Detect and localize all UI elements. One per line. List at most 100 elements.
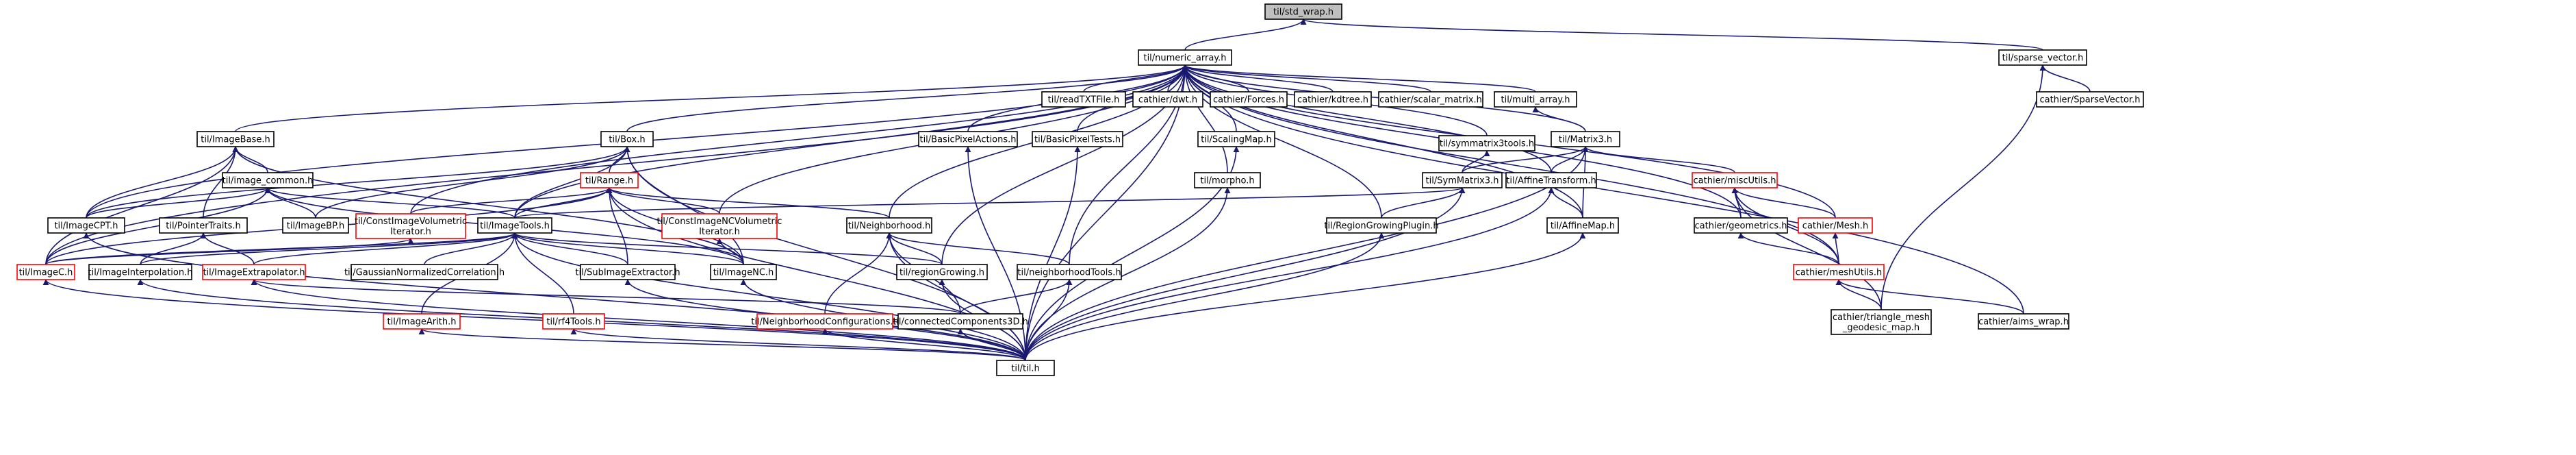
node-til-gaussiannormalizedcorrelation-h[interactable]: til/GaussianNormalizedCorrelation.h [344, 264, 505, 280]
node-til-box-h[interactable]: til/Box.h [600, 131, 654, 147]
node-cathier-triangle-mesh-geodesic-map-h[interactable]: cathier/triangle_mesh_geodesic_map.h [1831, 309, 1932, 335]
node-label: cathier/scalar_matrix.h [1379, 95, 1482, 106]
edge-cathier-miscutils-h-to-cathier-triangle-mesh-geodesic-map-h [1731, 187, 1882, 310]
node-box [918, 131, 1018, 147]
node-til-matrix3-h[interactable]: til/Matrix3.h [1551, 131, 1620, 147]
node-til-til-h[interactable]: til/til.h [996, 360, 1055, 376]
node-til-imageextrapolator-h[interactable]: til/ImageExtrapolator.h [202, 264, 306, 280]
edge-til-std-wrap-h-to-til-sparse-vector-h [1300, 19, 2043, 51]
node-til-sparse-vector-h[interactable]: til/sparse_vector.h [1998, 49, 2087, 66]
edge-til-image-common-h-to-til-imagetools-h [264, 187, 515, 219]
edge-til-neighborhoodtools-h-to-til-til-h [1025, 279, 1073, 361]
node-label: til/image_common.h [222, 176, 314, 186]
node-label: til/ImageExtrapolator.h [203, 268, 305, 278]
node-cathier-meshutils-h[interactable]: cathier/meshUtils.h [1793, 264, 1885, 280]
node-cathier-sparsevector-h[interactable]: cathier/SparseVector.h [2036, 91, 2144, 108]
node-til-subimageextractor-h[interactable]: til/SubImageExtractor.h [575, 264, 680, 280]
node-til-multi-array-h[interactable]: til/multi_array.h [1494, 91, 1577, 108]
node-label: til/Matrix3.h [1559, 135, 1612, 145]
file-nodes: til/std_wrap.h til/numeric_array.h til/spa… [16, 3, 2144, 376]
edge-til-constimagencvolumetriciterator-h-to-til-imagenc-h [716, 238, 744, 265]
node-cathier-aims-wrap-h[interactable]: cathier/aims_wrap.h [1978, 313, 2069, 330]
node-til-connectedcomponents3d-h[interactable]: til/connectedComponents3D.h [893, 313, 1028, 330]
node-box [661, 213, 778, 239]
edge-til-box-h-to-til-imagetools-h [514, 146, 630, 219]
node-til-imagenc-h[interactable]: til/ImageNC.h [710, 264, 777, 280]
node-til-rf4tools-h[interactable]: til/rf4Tools.h [542, 313, 605, 330]
node-box [1546, 217, 1619, 234]
edge-til-numeric-array-h-to-til-affinetransform-h [1182, 64, 1552, 173]
node-til-imagecpt-h[interactable]: til/ImageCPT.h [47, 217, 125, 234]
node-til-symmatrix3-h[interactable]: til/SymMatrix3.h [1422, 172, 1503, 188]
edge-til-range-h-to-til-subimageextractor-h [606, 187, 628, 265]
node-til-neighborhood-h[interactable]: til/Neighborhood.h [846, 217, 932, 234]
node-label: til/sparse_vector.h [2002, 53, 2084, 64]
node-til-imagearith-h[interactable]: til/ImageArith.h [383, 313, 461, 330]
node-label: til/std_wrap.h [1273, 8, 1334, 18]
node-box [996, 360, 1055, 376]
node-til-regiongrowingplugin-h[interactable]: til/RegionGrowingPlugin.h [1324, 217, 1439, 234]
node-til-neighborhoodconfigurations-h[interactable]: til/NeighborhoodConfigurations.h [751, 313, 899, 330]
node-cathier-dwt-h[interactable]: cathier/dwt.h [1132, 91, 1203, 108]
node-til-range-h[interactable]: til/Range.h [580, 172, 639, 188]
edge-til-numeric-array-h-to-til-til-h [1025, 64, 1188, 361]
edge-til-imagetools-h-to-til-imageinterpolation-h [140, 232, 518, 265]
node-til-symmatrix3tools-h[interactable]: til/symmatrix3tools.h [1438, 135, 1535, 151]
node-til-basicpixeltests-h[interactable]: til/BasicPixelTests.h [1032, 131, 1123, 147]
node-til-affinemap-h[interactable]: til/AffineMap.h [1546, 217, 1619, 234]
node-til-imagebase-h[interactable]: til/ImageBase.h [196, 131, 275, 147]
node-box [1210, 91, 1288, 108]
node-til-scalingmap-h[interactable]: til/ScalingMap.h [1197, 131, 1275, 147]
edge-til-neighborhood-h-to-til-neighborhoodtools-h [886, 232, 1070, 265]
node-label: til/BasicPixelTests.h [1034, 135, 1121, 145]
node-label: til/ImageArith.h [387, 317, 457, 328]
node-box [1132, 91, 1203, 108]
node-til-imageinterpolation-h[interactable]: til/ImageInterpolation.h [88, 264, 193, 280]
node-til-basicpixelactions-h[interactable]: til/BasicPixelActions.h [918, 131, 1018, 147]
node-box [600, 131, 654, 147]
node-cathier-forces-h[interactable]: cathier/Forces.h [1210, 91, 1288, 108]
node-til-numeric-array-h[interactable]: til/numeric_array.h [1138, 49, 1232, 66]
edge-til-connectedcomponents3d-h-to-til-til-h [957, 328, 1026, 361]
node-box [1294, 91, 1372, 108]
node-label: Iterator.h [390, 227, 431, 237]
node-label: til/ImageCPT.h [54, 221, 118, 232]
node-til-std-wrap-h[interactable]: til/std_wrap.h [1264, 3, 1342, 20]
node-til-regiongrowing-h[interactable]: til/regionGrowing.h [896, 264, 988, 280]
edge-til-imagearith-h-to-til-til-h [418, 328, 1026, 361]
node-cathier-mesh-h[interactable]: cathier/Mesh.h [1798, 217, 1873, 234]
node-til-morpho-h[interactable]: til/morpho.h [1194, 172, 1261, 188]
node-til-image-common-h[interactable]: til/image_common.h [222, 172, 314, 188]
node-cathier-kdtree-h[interactable]: cathier/kdtree.h [1294, 91, 1372, 108]
node-cathier-scalar-matrix-h[interactable]: cathier/scalar_matrix.h [1378, 91, 1483, 108]
edge-til-symmatrix3-h-to-til-til-h [1025, 187, 1466, 361]
node-label: til/SymMatrix3.h [1426, 176, 1499, 186]
node-label: til/ImageBase.h [201, 135, 270, 145]
node-til-pointertraits-h[interactable]: til/PointerTraits.h [159, 217, 248, 234]
node-til-neighborhoodtools-h[interactable]: til/neighborhoodTools.h [1017, 264, 1122, 280]
node-label: til/Range.h [585, 176, 633, 186]
edge-til-matrix3-h-to-cathier-miscutils-h [1582, 146, 1735, 173]
node-til-affinetransform-h[interactable]: til/AffineTransform.h [1505, 172, 1597, 188]
node-cathier-miscutils-h[interactable]: cathier/miscUtils.h [1692, 172, 1778, 188]
node-box [477, 217, 552, 234]
edge-til-symmatrix3-h-to-til-regiongrowingplugin-h [1381, 187, 1466, 219]
edge-til-numeric-array-h-to-cathier-aims-wrap-h [1182, 64, 2024, 315]
edge-til-neighborhoodconfigurations-h-to-til-til-h [821, 328, 1026, 361]
node-cathier-geometrics-h[interactable]: cathier/geometrics.h [1694, 217, 1788, 234]
edge-til-imagetools-h-to-til-subimageextractor-h [511, 232, 628, 265]
node-til-imagetools-h[interactable]: til/ImageTools.h [477, 217, 552, 234]
edge-til-constimagevolumetriciterator-h-to-til-imagec-h [45, 238, 414, 265]
node-label: til/ImageC.h [19, 268, 73, 278]
node-til-readtxtfile-h[interactable]: til/readTXTFile.h [1041, 91, 1126, 108]
node-box [1438, 135, 1535, 151]
node-til-imagebp-h[interactable]: til/ImageBP.h [282, 217, 349, 234]
node-box [756, 313, 893, 330]
node-til-imagec-h[interactable]: til/ImageC.h [16, 264, 75, 280]
node-box [580, 172, 639, 188]
node-label: til/readTXTFile.h [1048, 95, 1120, 106]
node-box [47, 217, 125, 234]
